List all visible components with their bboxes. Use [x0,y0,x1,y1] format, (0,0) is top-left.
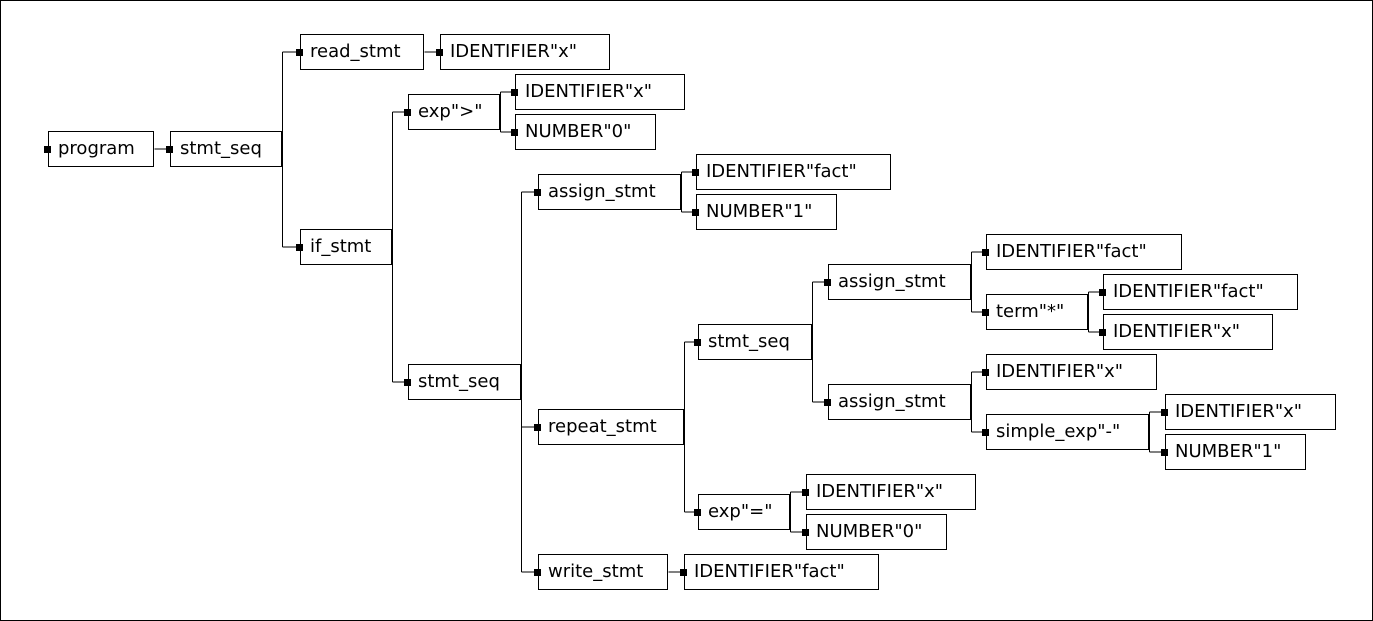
node-label: IDENTIFIER"x" [450,41,578,62]
node-label: NUMBER"0" [525,121,632,142]
node-label: assign_stmt [548,181,656,202]
tree-node-stmt-seq[interactable]: stmt_seq [408,364,521,400]
node-handle[interactable] [680,568,687,576]
node-label: IDENTIFIER"x" [525,81,653,102]
node-label: IDENTIFIER"fact" [996,241,1147,262]
node-label: IDENTIFIER"fact" [706,161,857,182]
node-handle[interactable] [802,528,809,536]
tree-node-write-stmt[interactable]: write_stmt [538,554,668,590]
node-label: IDENTIFIER"x" [1175,401,1303,422]
tree-node-number[interactable]: NUMBER"1" [1165,434,1306,470]
node-label: assign_stmt [838,271,946,292]
tree-node-assign-stmt[interactable]: assign_stmt [828,384,971,420]
node-label: assign_stmt [838,391,946,412]
node-label: program [58,138,135,159]
node-handle[interactable] [1161,408,1168,416]
tree-node-identifier[interactable]: IDENTIFIER"x" [1103,314,1273,350]
node-label: read_stmt [310,41,401,62]
tree-node-identifier[interactable]: IDENTIFIER"fact" [696,154,891,190]
node-handle[interactable] [982,248,989,256]
node-handle[interactable] [296,243,303,251]
tree-node-stmt-seq[interactable]: stmt_seq [170,131,282,167]
node-label: simple_exp"-" [996,421,1121,442]
tree-node-identifier[interactable]: IDENTIFIER"fact" [684,554,879,590]
node-handle[interactable] [982,368,989,376]
node-label: exp"=" [708,501,773,522]
node-handle[interactable] [982,428,989,436]
node-handle[interactable] [1099,288,1106,296]
node-label: NUMBER"1" [706,201,813,222]
tree-node-identifier[interactable]: IDENTIFIER"fact" [986,234,1182,270]
node-label: repeat_stmt [548,416,657,437]
node-handle[interactable] [1161,448,1168,456]
node-handle[interactable] [692,208,699,216]
node-label: exp">" [418,101,483,122]
tree-node-read-stmt[interactable]: read_stmt [300,34,424,70]
node-label: IDENTIFIER"fact" [1113,281,1264,302]
tree-node-stmt-seq[interactable]: stmt_seq [698,324,812,360]
node-handle[interactable] [404,378,411,386]
tree-node-identifier[interactable]: IDENTIFIER"x" [1165,394,1336,430]
tree-node-identifier[interactable]: IDENTIFIER"x" [440,34,610,70]
node-handle[interactable] [534,568,541,576]
tree-node-simple-exp-minus[interactable]: simple_exp"-" [986,414,1149,450]
node-label: stmt_seq [180,138,262,159]
tree-node-exp-gt[interactable]: exp">" [408,94,500,130]
node-label: stmt_seq [418,371,500,392]
tree-node-repeat-stmt[interactable]: repeat_stmt [538,409,684,445]
tree-node-exp-eq[interactable]: exp"=" [698,494,790,530]
tree-node-number[interactable]: NUMBER"1" [696,194,837,230]
node-label: IDENTIFIER"x" [816,481,944,502]
tree-node-if-stmt[interactable]: if_stmt [300,229,392,265]
tree-node-assign-stmt[interactable]: assign_stmt [538,174,681,210]
node-label: NUMBER"1" [1175,441,1282,462]
node-handle[interactable] [436,48,443,56]
node-handle[interactable] [824,398,831,406]
tree-node-number[interactable]: NUMBER"0" [806,514,947,550]
node-label: IDENTIFIER"x" [1113,321,1241,342]
node-handle[interactable] [694,338,701,346]
node-label: term"*" [996,301,1065,322]
node-handle[interactable] [44,145,51,153]
node-label: NUMBER"0" [816,521,923,542]
tree-node-term-mul[interactable]: term"*" [986,294,1088,330]
tree-node-identifier[interactable]: IDENTIFIER"x" [515,74,685,110]
node-handle[interactable] [166,145,173,153]
node-handle[interactable] [1099,328,1106,336]
tree-node-identifier[interactable]: IDENTIFIER"x" [986,354,1157,390]
node-handle[interactable] [296,48,303,56]
node-label: IDENTIFIER"fact" [694,561,845,582]
node-handle[interactable] [982,308,989,316]
node-label: if_stmt [310,236,372,257]
tree-node-assign-stmt[interactable]: assign_stmt [828,264,971,300]
node-handle[interactable] [404,108,411,116]
tree-node-program[interactable]: program [48,131,154,167]
node-label: write_stmt [548,561,644,582]
node-handle[interactable] [511,88,518,96]
node-handle[interactable] [824,278,831,286]
node-label: stmt_seq [708,331,790,352]
node-handle[interactable] [534,188,541,196]
node-handle[interactable] [692,168,699,176]
node-handle[interactable] [511,128,518,136]
tree-node-number[interactable]: NUMBER"0" [515,114,656,150]
node-handle[interactable] [534,423,541,431]
node-handle[interactable] [694,508,701,516]
tree-node-identifier[interactable]: IDENTIFIER"x" [806,474,976,510]
node-handle[interactable] [802,488,809,496]
tree-node-identifier[interactable]: IDENTIFIER"fact" [1103,274,1298,310]
node-label: IDENTIFIER"x" [996,361,1124,382]
